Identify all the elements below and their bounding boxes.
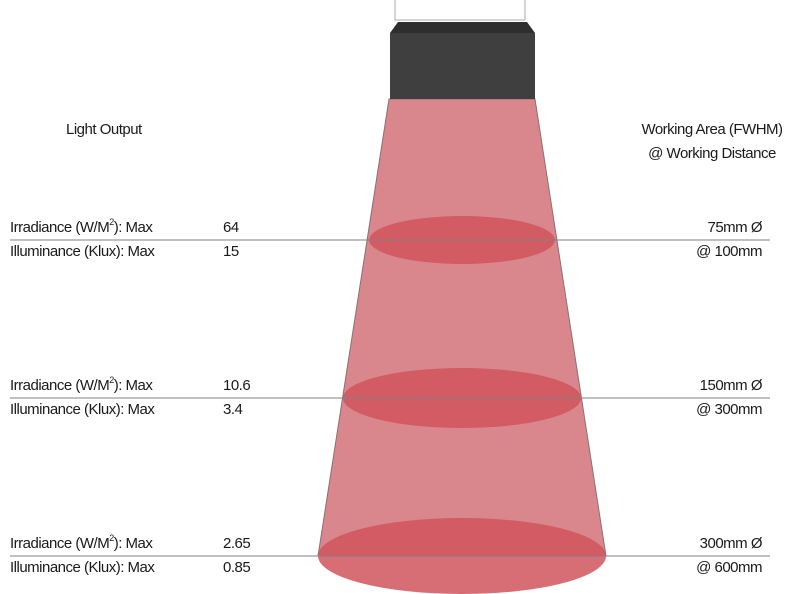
irradiance-label: Irradiance (W/M2): Max (10, 533, 153, 553)
irradiance-label-suffix: ): Max (113, 219, 153, 236)
working-distance: @ 300mm (696, 401, 762, 418)
irradiance-label-text: Irradiance (W/M (10, 535, 110, 552)
working-distance-header: @ Working Distance (648, 145, 776, 162)
irradiance-label-text: Irradiance (W/M (10, 377, 110, 394)
superscript: 2 (109, 217, 114, 227)
irradiance-label: Irradiance (W/M2): Max (10, 217, 153, 237)
light-head (390, 22, 535, 99)
irradiance-value: 10.6 (223, 377, 251, 394)
spot-diameter: 150mm Ø (699, 377, 763, 394)
irradiance-value: 64 (223, 219, 239, 236)
working-distance: @ 600mm (696, 559, 762, 576)
mount-bracket (394, 0, 526, 21)
light-output-header: Light Output (66, 121, 142, 138)
spot-diameter: 75mm Ø (707, 219, 762, 236)
irradiance-value: 2.65 (223, 535, 251, 552)
working-distance: @ 100mm (696, 243, 762, 260)
illuminance-value: 0.85 (223, 559, 251, 576)
superscript: 2 (109, 533, 114, 543)
illuminance-label: Illuminance (Klux): Max (10, 559, 155, 576)
irradiance-label-text: Irradiance (W/M (10, 219, 110, 236)
illuminance-label: Illuminance (Klux): Max (10, 243, 155, 260)
beam-cone (317, 98, 607, 557)
irradiance-label: Irradiance (W/M2): Max (10, 375, 153, 395)
illuminance-value: 3.4 (223, 401, 243, 418)
illuminance-label: Illuminance (Klux): Max (10, 401, 155, 418)
spot-diameter: 300mm Ø (699, 535, 763, 552)
working-area-header: Working Area (FWHM) (641, 121, 783, 138)
irradiance-label-suffix: ): Max (113, 377, 153, 394)
superscript: 2 (109, 375, 114, 385)
irradiance-label-suffix: ): Max (113, 535, 153, 552)
illuminance-value: 15 (223, 243, 239, 260)
